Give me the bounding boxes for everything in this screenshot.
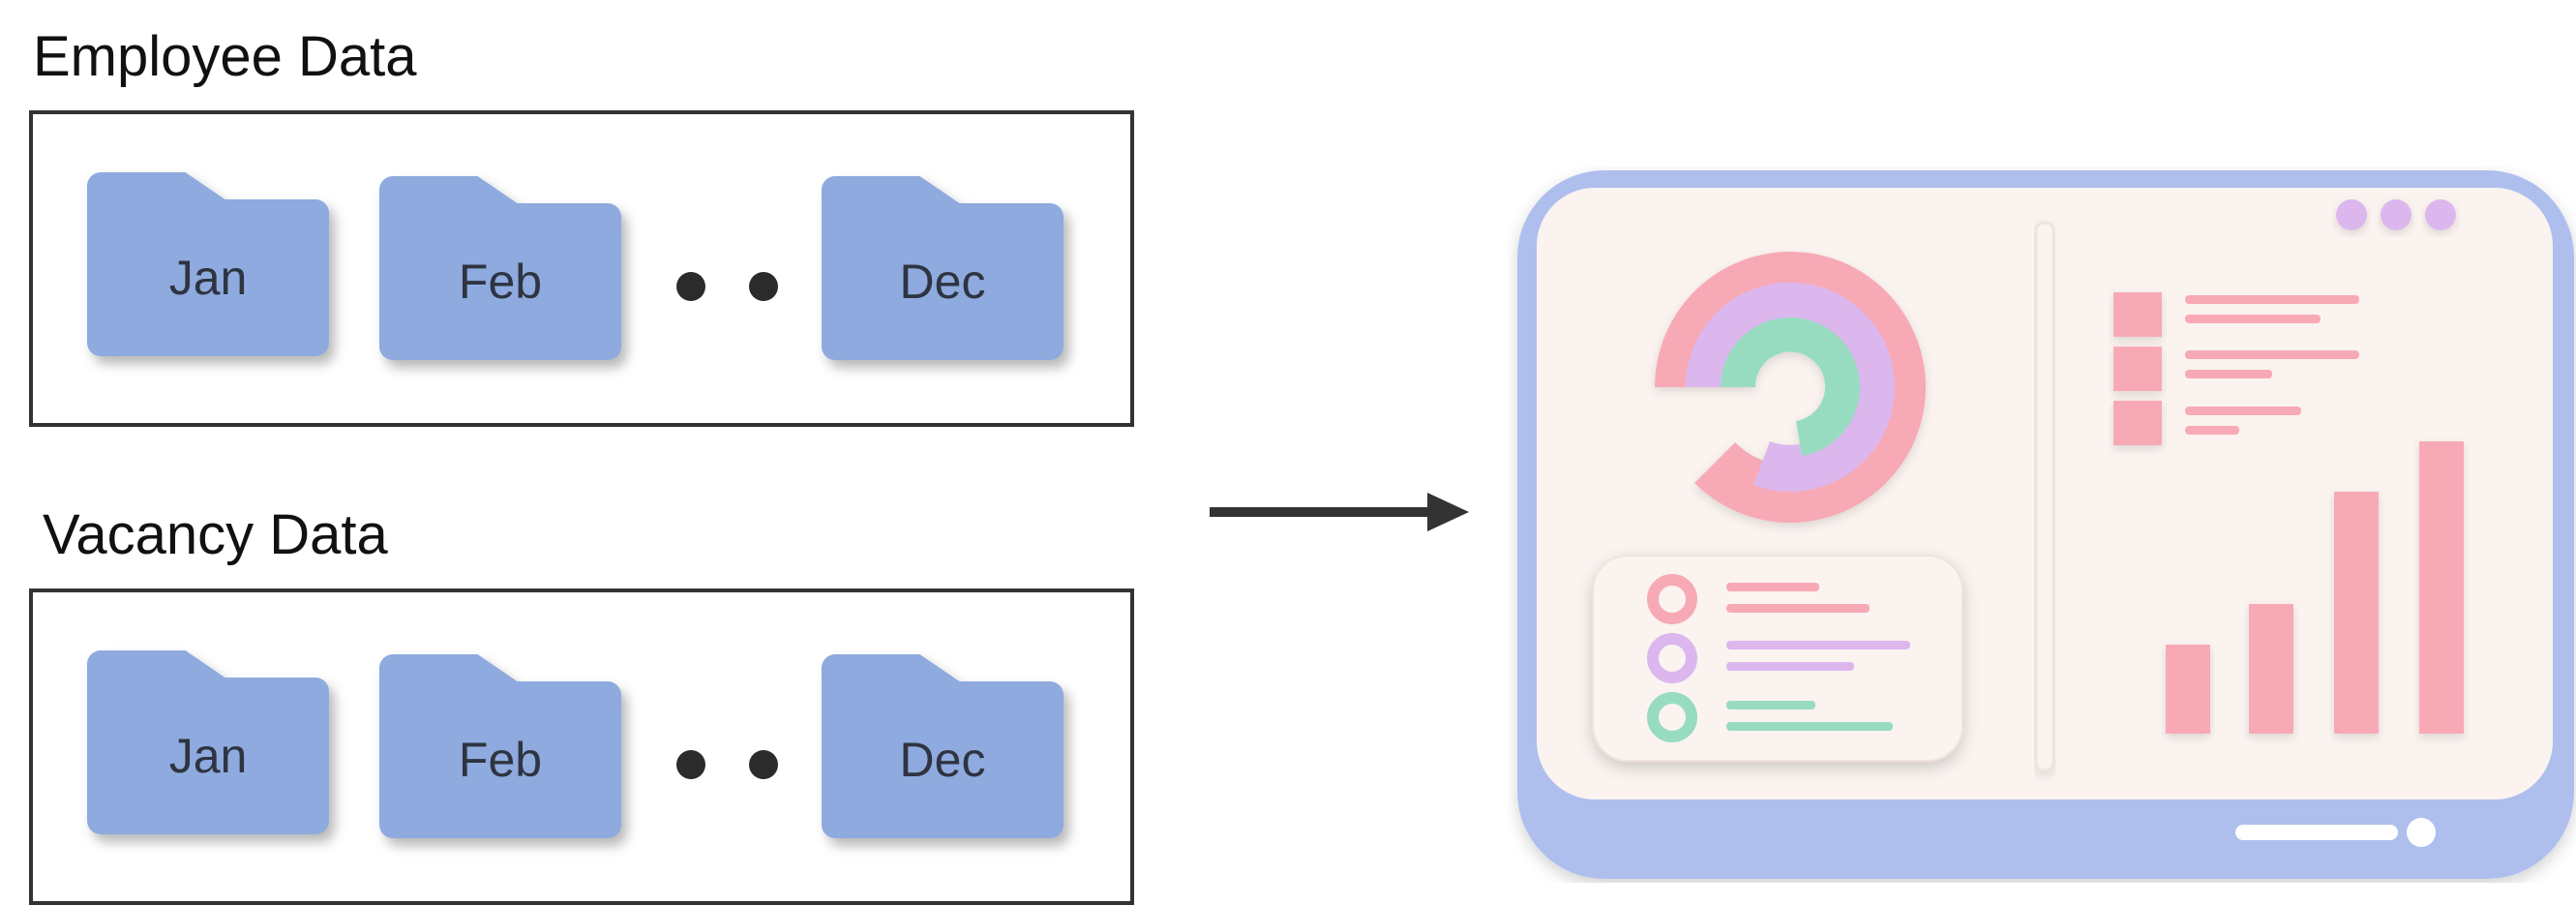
ellipsis-dot (676, 750, 705, 779)
folder-label-jan: Jan (168, 729, 248, 783)
folder-icon: Feb (379, 176, 621, 360)
ellipsis-dot (676, 272, 705, 301)
folder-label-jan: Jan (168, 251, 248, 305)
folder-icon: Feb (379, 654, 621, 838)
ellipsis-dot (749, 272, 778, 301)
folder-label-dec: Dec (899, 255, 986, 309)
folder-icon: Jan (87, 650, 329, 834)
folder-label-feb: Feb (458, 733, 543, 787)
folder-label-feb: Feb (458, 255, 543, 309)
employee-data-title: Employee Data (33, 25, 417, 88)
vacancy-data-group: Jan Feb Dec (29, 588, 1134, 905)
folder-icon: Dec (822, 176, 1063, 360)
dashboard-illustration (1517, 170, 2574, 879)
folder-icon: Dec (822, 654, 1063, 838)
folder-label-dec: Dec (899, 733, 986, 787)
folder-icon: Jan (87, 172, 329, 356)
ellipsis-dot (749, 750, 778, 779)
employee-data-group: Jan Feb Dec (29, 110, 1134, 427)
vacancy-data-title: Vacancy Data (43, 503, 388, 566)
arrow-right-icon (1210, 493, 1469, 531)
